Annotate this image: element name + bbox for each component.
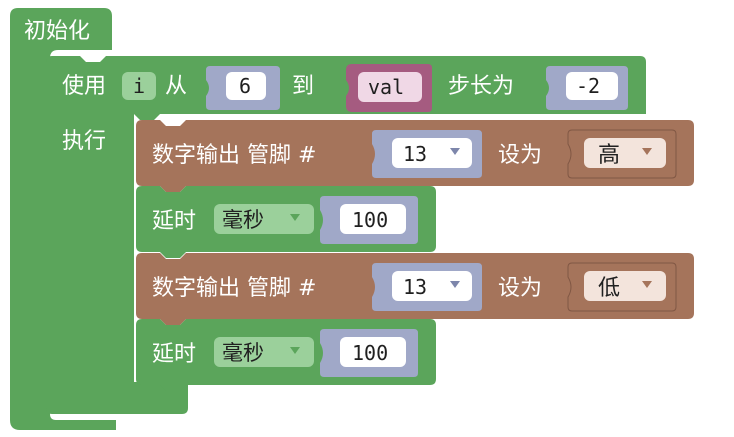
delay-label: 延时 xyxy=(152,209,196,234)
level-value: 低 xyxy=(598,276,620,301)
loop-step-value[interactable]: -2 xyxy=(576,74,600,98)
delay-value-socket[interactable]: 100 xyxy=(320,329,418,377)
delay-label: 延时 xyxy=(152,342,196,367)
loop-to-variable-name: val xyxy=(368,75,404,99)
level-dropdown-socket[interactable]: 低 xyxy=(567,262,677,312)
dropdown-triangle-icon xyxy=(290,347,300,354)
delay-unit-dropdown[interactable]: 毫秒 xyxy=(214,337,314,367)
level-dropdown-socket[interactable]: 高 xyxy=(567,129,677,179)
loop-from-label: 从 xyxy=(165,74,187,99)
digital-write-block[interactable]: 数字输出 管脚 # 13 设为 低 xyxy=(136,253,694,325)
loop-variable-dropdown[interactable]: i xyxy=(122,72,156,100)
set-to-label: 设为 xyxy=(498,143,542,168)
loop-to-label: 到 xyxy=(292,74,314,99)
level-value: 高 xyxy=(598,143,620,168)
digital-write-label: 数字输出 管脚 # xyxy=(152,143,316,168)
setup-block[interactable]: 初始化 xyxy=(10,8,116,430)
dropdown-triangle-icon xyxy=(290,214,300,221)
digital-write-label: 数字输出 管脚 # xyxy=(152,276,316,301)
dropdown-triangle-icon xyxy=(642,281,652,288)
loop-step-label: 步长为 xyxy=(448,74,514,99)
loop-to-variable-block[interactable]: val xyxy=(346,64,432,112)
delay-unit: 毫秒 xyxy=(222,208,264,232)
loop-variable-name: i xyxy=(133,74,145,98)
delay-value-socket[interactable]: 100 xyxy=(320,196,418,244)
loop-from-value[interactable]: 6 xyxy=(239,74,251,98)
delay-block[interactable]: 延时 毫秒 100 xyxy=(136,319,436,391)
set-to-label: 设为 xyxy=(498,276,542,301)
dropdown-triangle-icon xyxy=(642,148,652,155)
delay-unit: 毫秒 xyxy=(222,341,264,365)
digital-write-block[interactable]: 数字输出 管脚 # 13 设为 高 xyxy=(136,120,694,192)
loop-from-socket[interactable]: 6 xyxy=(206,66,280,110)
for-loop-block[interactable]: 使用 i 从 6 到 val 步长为 -2 执行 xyxy=(46,56,646,414)
pin-dropdown-socket[interactable]: 13 xyxy=(372,263,482,311)
delay-block[interactable]: 延时 毫秒 100 xyxy=(136,186,436,258)
delay-value[interactable]: 100 xyxy=(352,341,388,365)
pin-value: 13 xyxy=(403,142,427,166)
dropdown-triangle-icon xyxy=(450,281,460,288)
loop-use-label: 使用 xyxy=(62,74,106,99)
pin-value: 13 xyxy=(403,275,427,299)
loop-do-label: 执行 xyxy=(62,129,106,154)
delay-unit-dropdown[interactable]: 毫秒 xyxy=(214,204,314,234)
setup-label: 初始化 xyxy=(24,19,90,44)
dropdown-triangle-icon xyxy=(450,148,460,155)
loop-step-socket[interactable]: -2 xyxy=(546,66,628,110)
delay-value[interactable]: 100 xyxy=(352,208,388,232)
pin-dropdown-socket[interactable]: 13 xyxy=(372,130,482,178)
